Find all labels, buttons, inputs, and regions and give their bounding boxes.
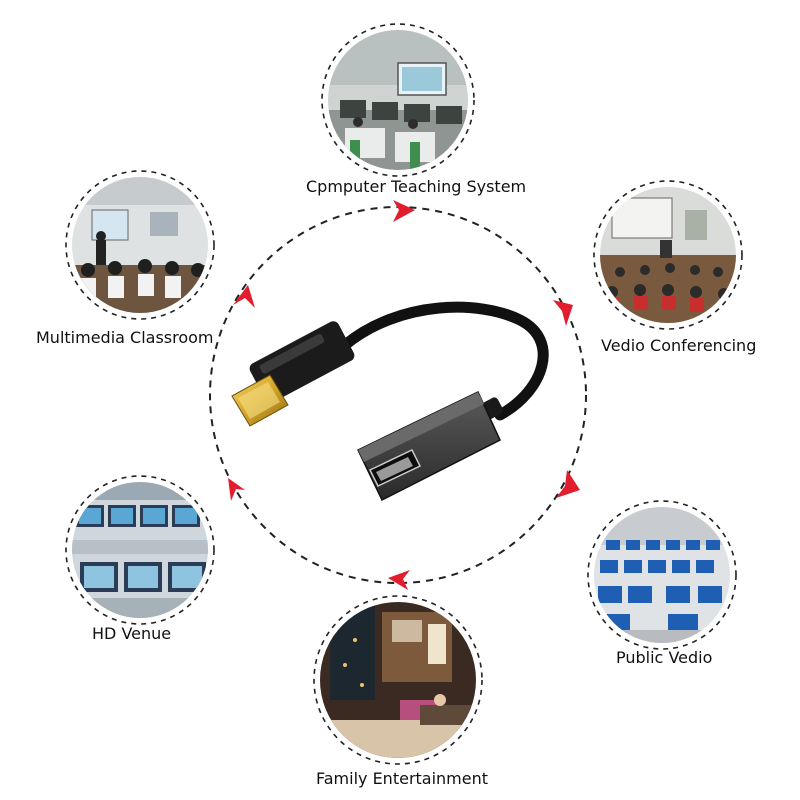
scene-label-conference: Vedio Conferencing bbox=[601, 336, 757, 355]
classroom-computers-photo bbox=[328, 30, 468, 170]
scene-label-venue: HD Venue bbox=[92, 624, 172, 643]
arrow-icon bbox=[393, 200, 415, 222]
displayport-to-hdmi-adapter-icon bbox=[231, 301, 549, 502]
scene-multimedia bbox=[65, 170, 215, 320]
scene-public bbox=[587, 500, 737, 650]
arrow-icon bbox=[388, 570, 410, 590]
adapter-cable bbox=[339, 301, 549, 421]
monitor-wall-photo bbox=[72, 482, 208, 618]
presentation-room-photo bbox=[72, 177, 208, 313]
arrow-icon bbox=[556, 470, 580, 498]
scene-venue bbox=[65, 475, 215, 625]
arrow-icon bbox=[553, 300, 573, 326]
lecture-hall-photo bbox=[600, 187, 736, 323]
displayport-plug bbox=[231, 321, 355, 427]
scene-label-multimedia: Multimedia Classroom bbox=[36, 328, 214, 347]
scene-label-family: Family Entertainment bbox=[316, 769, 489, 788]
computer-lab-photo bbox=[594, 507, 730, 643]
flow-arrows bbox=[228, 200, 580, 590]
scene-label-public: Public Vedio bbox=[616, 648, 713, 667]
living-room-photo bbox=[320, 602, 476, 758]
scene-family bbox=[313, 595, 483, 765]
hdmi-female-port bbox=[357, 390, 501, 502]
scene-conference bbox=[593, 180, 743, 330]
scene-label-teaching: Cpmputer Teaching System bbox=[306, 177, 527, 196]
arrow-icon bbox=[233, 285, 255, 308]
arrow-icon bbox=[228, 478, 245, 501]
scene-teaching bbox=[321, 23, 475, 177]
